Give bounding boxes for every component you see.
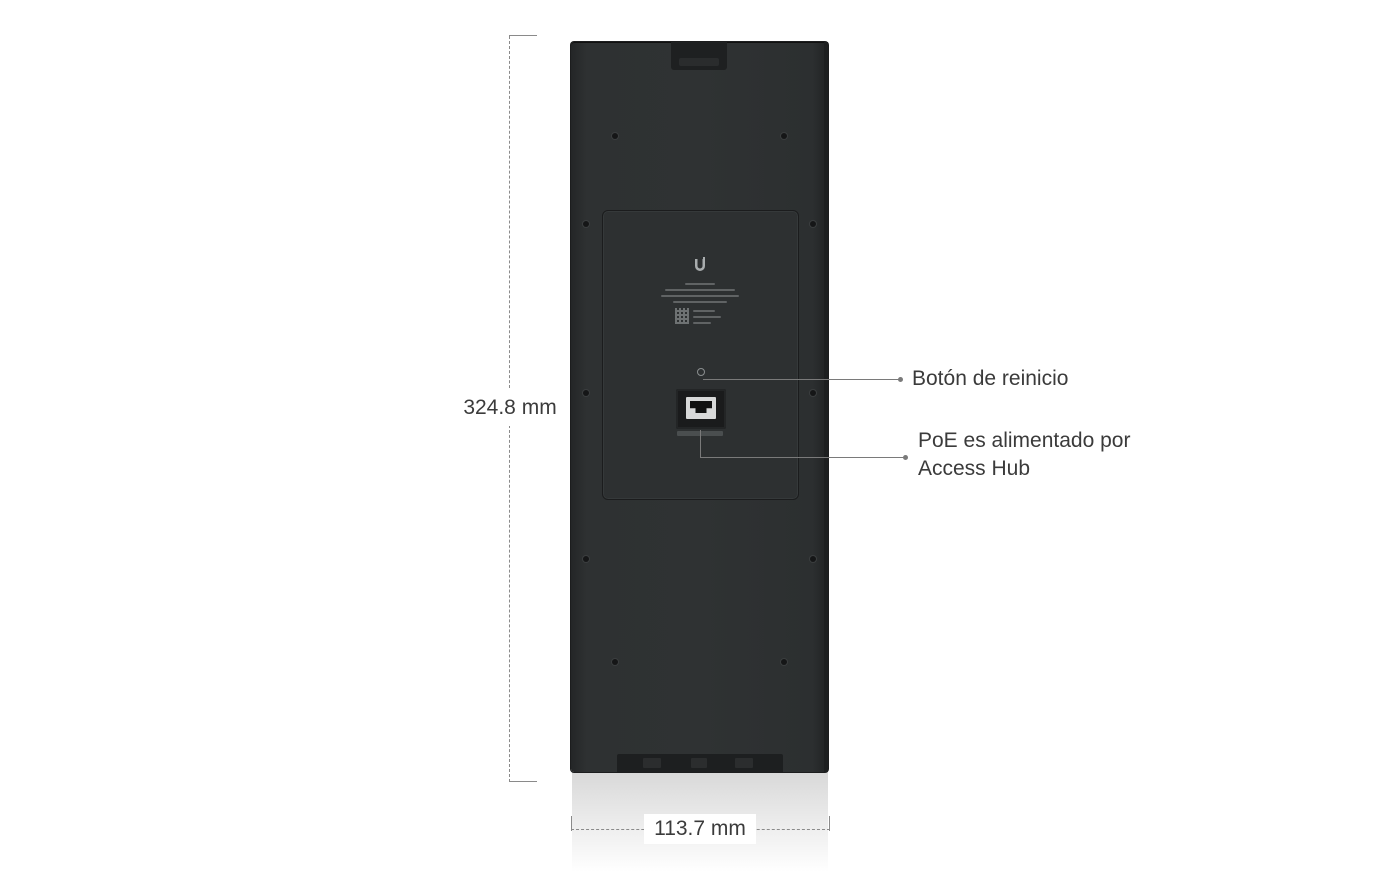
height-dimension-top-cap xyxy=(509,35,537,36)
ethernet-port[interactable] xyxy=(676,389,726,429)
reset-button[interactable] xyxy=(697,368,705,376)
screw-hole xyxy=(781,659,787,665)
height-dimension-bottom-cap xyxy=(509,781,537,782)
bottom-mount-clips xyxy=(617,754,783,772)
screw-hole xyxy=(583,221,589,227)
poe-callout-dot xyxy=(903,455,908,460)
rj45-icon xyxy=(686,397,716,419)
width-dimension-left-cap xyxy=(571,816,572,831)
reset-callout-dot xyxy=(898,377,903,382)
screw-hole xyxy=(810,221,816,227)
device-side-edge xyxy=(824,42,828,772)
mount-clip xyxy=(643,758,661,768)
screw-hole xyxy=(612,133,618,139)
screw-hole xyxy=(810,556,816,562)
height-dimension-label: 324.8 mm xyxy=(452,390,568,426)
width-dimension-label: 113.7 mm xyxy=(644,814,756,844)
ubiquiti-logo-icon xyxy=(695,257,705,271)
width-dimension-right-cap xyxy=(829,816,830,831)
screw-hole xyxy=(810,390,816,396)
screw-hole xyxy=(583,390,589,396)
screw-hole xyxy=(781,133,787,139)
label-fine-print xyxy=(661,295,739,297)
label-fine-print xyxy=(693,310,715,312)
poe-callout-vertical-line xyxy=(700,430,701,457)
reset-callout-label: Botón de reinicio xyxy=(912,367,1069,390)
label-fine-print xyxy=(665,289,735,291)
reset-callout-line xyxy=(703,379,900,380)
label-fine-print xyxy=(693,322,711,324)
mount-clip xyxy=(735,758,753,768)
device-back-panel xyxy=(571,42,828,772)
top-mount-tab xyxy=(671,42,727,70)
screw-hole xyxy=(583,556,589,562)
poe-callout-line xyxy=(700,457,905,458)
poe-callout-label-line2: Access Hub xyxy=(918,457,1031,480)
poe-callout-label-line1: PoE es alimentado por xyxy=(918,429,1131,452)
label-fine-print xyxy=(693,316,721,318)
label-fine-print xyxy=(685,283,715,285)
label-fine-print xyxy=(673,301,727,303)
qr-code-icon xyxy=(675,308,689,324)
screw-hole xyxy=(612,659,618,665)
mount-clip xyxy=(691,758,707,768)
